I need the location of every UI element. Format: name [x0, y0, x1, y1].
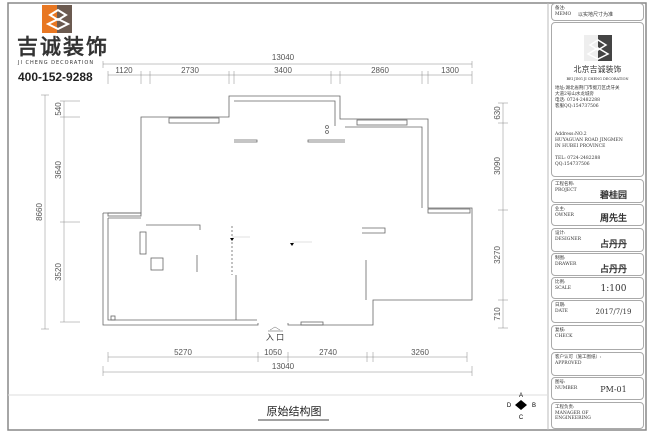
project-cell: 工程名称: PROJECT 碧桂园: [551, 179, 644, 203]
drawer-cell: 制图: DRAWER 占丹丹: [551, 253, 644, 276]
logo-phone: 400-152-9288: [18, 70, 93, 84]
approved-cell: 客户认可（施工图纸）: APPROVED: [551, 352, 644, 376]
check-cell: 复核: CHECK: [551, 325, 644, 350]
company-name: 北京吉诚装饰: [573, 65, 622, 74]
dim-left-total: 8660: [35, 203, 44, 221]
elevation-marker: [230, 236, 250, 241]
compass-d: D: [507, 403, 512, 409]
dim-top: 1120: [115, 66, 133, 75]
owner-value: 周先生: [599, 214, 627, 224]
designer-cell: 设计: DESIGNER 占丹丹: [551, 228, 644, 252]
check-label: 复核: CHECK: [555, 328, 573, 339]
drawer-value: 占丹丹: [599, 265, 627, 275]
compass-a: A: [519, 393, 523, 399]
logo-tagline: JI CHENG DECORATION: [18, 60, 95, 66]
date-cell: 日期: DATE 2017/7/19: [551, 300, 644, 323]
dim-right: 630: [493, 106, 502, 120]
dim-top: 1300: [441, 66, 459, 75]
scale-label: 比例: SCALE: [555, 280, 572, 291]
dimension-lines: [41, 61, 508, 376]
number-value: PM-01: [600, 385, 627, 394]
dimension-labels: 13040 1120 2730 3400 2860 1300 5270 1050…: [35, 53, 502, 371]
compass-c: C: [519, 415, 524, 421]
dim-bottom: 3260: [411, 348, 429, 357]
compass-b: B: [532, 403, 536, 409]
dim-right: 710: [493, 307, 502, 321]
approved-label: 客户认可（施工图纸）: APPROVED: [555, 355, 602, 366]
company-name-en: BEI JING JI CHENG DECORATION: [566, 77, 629, 81]
date-value: 2017/7/19: [595, 308, 632, 316]
dim-left: 540: [54, 102, 63, 116]
memo-value: 以实地尺寸为准: [578, 12, 614, 18]
dim-top: 3400: [274, 66, 292, 75]
project-value: 碧桂园: [599, 191, 627, 201]
scale-cell: 比例: SCALE 1:100: [551, 277, 644, 299]
memo-cell: 备注: MEMO 以实地尺寸为准: [551, 3, 644, 21]
owner-label: 业主: OWNER: [555, 207, 574, 218]
dim-bottom-total: 13040: [272, 362, 295, 371]
company-logo-icon: [584, 35, 612, 61]
designer-label: 设计: DESIGNER: [555, 231, 581, 242]
dim-bottom: 5270: [174, 348, 192, 357]
entrance-arrow-icon: [268, 326, 283, 332]
drawing-title: 原始结构图: [267, 404, 322, 418]
dim-bottom: 2740: [319, 348, 337, 357]
dim-top: 2730: [181, 66, 199, 75]
dim-top: 2860: [371, 66, 389, 75]
logo-name: 吉诚装饰: [17, 35, 109, 59]
dim-right: 3090: [493, 157, 502, 175]
compass-icon: A B C D: [507, 393, 536, 421]
memo-label: 备注: MEMO: [555, 6, 572, 17]
address-cn: 地址:湖北省荆门市掇刀区虎牙关 大道2号山水龙城旁 电话: 0724-24822…: [555, 86, 620, 109]
company-cell: 北京吉诚装饰 BEI JING JI CHENG DECORATION 地址:湖…: [551, 22, 644, 177]
scale-value: 1:100: [600, 284, 627, 294]
manager-label: 工程负责: MANAGER OF ENGINEERING: [555, 405, 591, 421]
dim-right: 3270: [493, 246, 502, 264]
dim-top-total: 13040: [272, 53, 295, 62]
dim-bottom: 1050: [264, 348, 282, 357]
date-label: 日期: DATE: [555, 303, 568, 314]
number-label: 图号: NUMBER: [555, 380, 578, 391]
walls: [102, 95, 473, 326]
sheet-frame: [7, 2, 647, 431]
owner-cell: 业主: OWNER 周先生: [551, 204, 644, 226]
number-cell: 图号: NUMBER PM-01: [551, 377, 644, 400]
address-en: Address:NO.2 HUYAGUAN ROAD JINGMEN IN HU…: [555, 132, 623, 167]
project-label: 工程名称: PROJECT: [555, 182, 577, 193]
elevation-marker: [290, 241, 312, 246]
dim-left: 3520: [54, 263, 63, 281]
drawer-label: 制图: DRAWER: [555, 256, 577, 267]
designer-value: 占丹丹: [599, 240, 627, 250]
entrance-label: 入 口: [266, 333, 284, 342]
dim-left: 3640: [54, 161, 63, 179]
manager-cell: 工程负责: MANAGER OF ENGINEERING: [551, 402, 644, 429]
logo-icon: [42, 5, 72, 33]
